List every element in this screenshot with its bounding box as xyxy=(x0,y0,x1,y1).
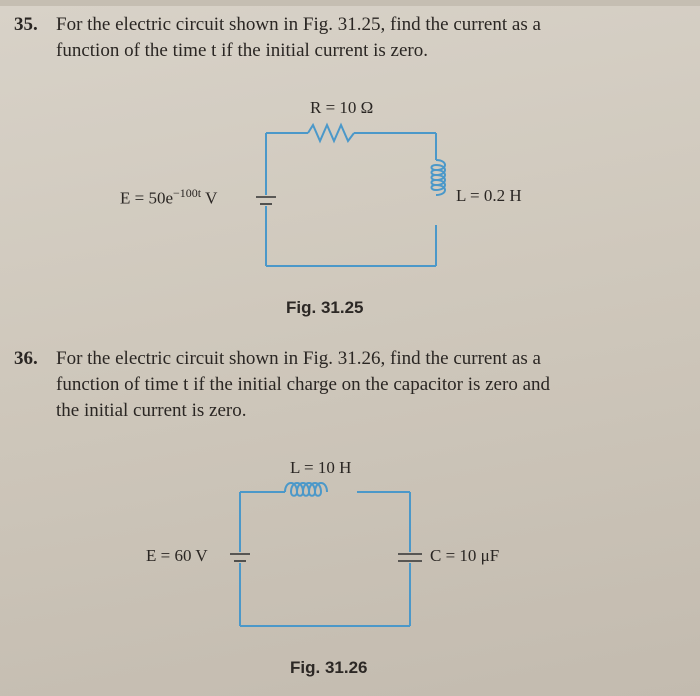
problem-line: For the electric circuit shown in Fig. 3… xyxy=(56,348,541,369)
capacitor-label: C = 10 μF xyxy=(430,546,500,565)
source-label: E = 60 V xyxy=(146,546,208,565)
inductor-label: L = 10 H xyxy=(290,458,352,477)
problem-line: For the electric circuit shown in Fig. 3… xyxy=(56,14,541,35)
problem-36: 36. For the electric circuit shown in Fi… xyxy=(14,346,694,430)
problem-line: function of the time t if the initial cu… xyxy=(56,40,428,61)
problem-text: For the electric circuit shown in Fig. 3… xyxy=(56,346,656,424)
problem-number: 36. xyxy=(14,348,38,369)
problem-text: For the electric circuit shown in Fig. 3… xyxy=(56,12,656,64)
circuit-diagram xyxy=(256,122,446,267)
problem-number: 35. xyxy=(14,14,38,35)
figure-caption: Fig. 31.26 xyxy=(290,658,368,677)
source-label-base: E = 50e xyxy=(120,188,174,208)
problem-line: function of time t if the initial charge… xyxy=(56,374,550,395)
inductor-symbol xyxy=(284,482,328,497)
figure-caption: Fig. 31.25 xyxy=(286,298,364,317)
source-label-exponent: −100t xyxy=(173,186,202,200)
source-label-unit: V xyxy=(201,188,218,208)
source-label: E = 50e−100t V xyxy=(120,186,217,209)
inductor-label: L = 0.2 H xyxy=(456,186,522,205)
page-top-edge xyxy=(0,0,700,6)
problem-line: the initial current is zero. xyxy=(56,400,247,421)
resistor-label: R = 10 Ω xyxy=(310,98,374,117)
inductor-symbol xyxy=(430,159,446,196)
resistor-symbol xyxy=(307,122,355,144)
problem-35: 35. For the electric circuit shown in Fi… xyxy=(14,12,694,72)
